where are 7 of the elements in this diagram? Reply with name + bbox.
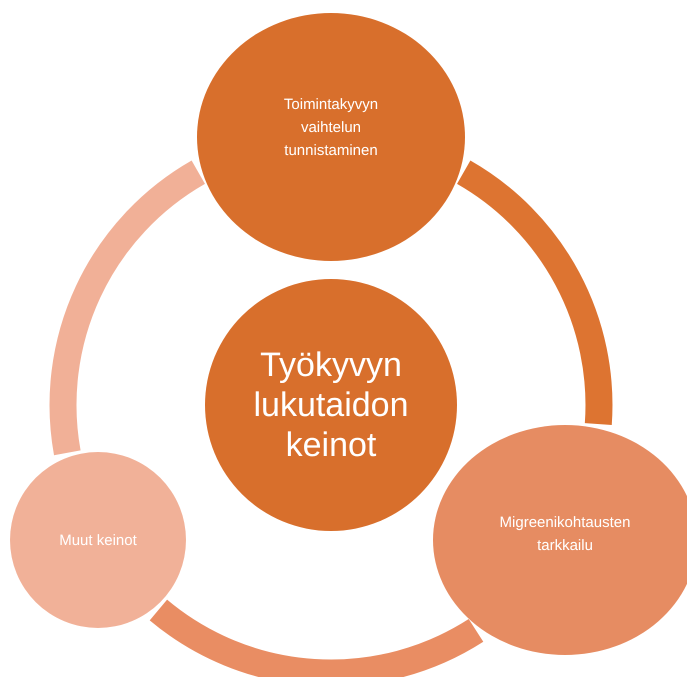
node-label: Migreenikohtausten tarkkailu (498, 513, 632, 556)
node-label: Muut keinot (59, 530, 137, 550)
ring-arc (50, 160, 206, 454)
node-label: Työkyvyn lukutaidon keinot (252, 345, 410, 465)
ring-arc (456, 160, 612, 424)
node-label: Toimintakyvyn vaihtelun tunnistaminen (282, 94, 380, 160)
ring-arc (150, 599, 483, 677)
